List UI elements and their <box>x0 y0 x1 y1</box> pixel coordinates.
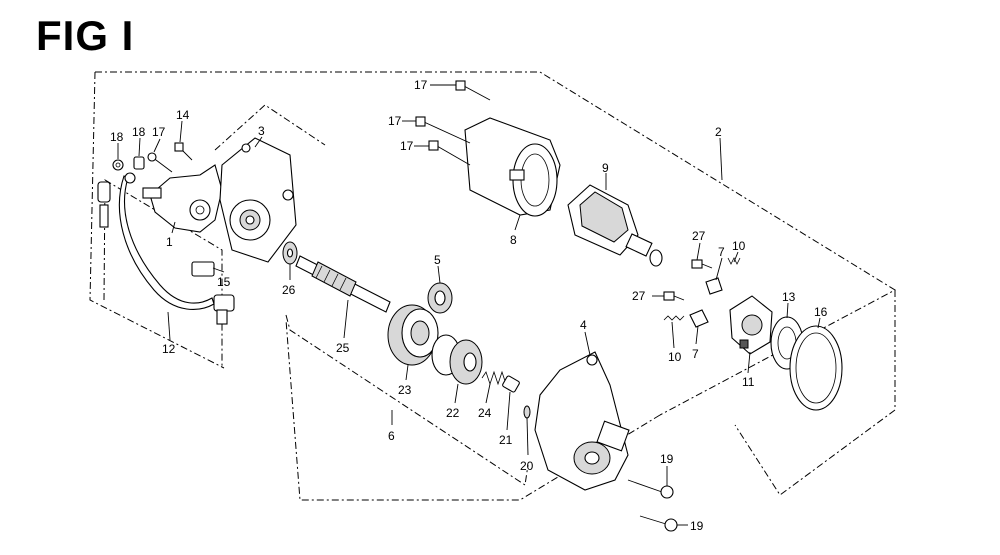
callout-labels: 1 2 3 4 5 6 7 7 8 9 10 10 11 12 13 14 15… <box>110 78 828 533</box>
callout-5: 5 <box>434 253 441 267</box>
callout-19-lower: 19 <box>690 519 704 533</box>
callout-22: 22 <box>446 406 460 420</box>
callout-17-mid: 17 <box>388 114 402 128</box>
callout-19-upper: 19 <box>660 452 674 466</box>
washer-18-right <box>133 156 145 170</box>
clutch-22 <box>431 334 483 385</box>
callout-18-left: 18 <box>110 130 124 144</box>
spring-10-lower <box>663 315 685 321</box>
bolt-17-top <box>455 80 491 101</box>
shaft-25 <box>295 255 391 313</box>
callout-24: 24 <box>478 406 492 420</box>
brush-7-lower <box>689 309 709 328</box>
callout-9: 9 <box>602 161 609 175</box>
figure-title: FIG I <box>36 12 135 59</box>
screw-14 <box>174 142 193 161</box>
yoke-8 <box>464 117 561 217</box>
brush-holder-11 <box>729 295 773 355</box>
spring-10-upper <box>727 257 741 265</box>
assembly-outline-brush <box>734 290 896 496</box>
callout-23: 23 <box>398 383 412 397</box>
callout-6: 6 <box>388 429 395 443</box>
assembly-outline-6 <box>285 314 529 486</box>
callout-21: 21 <box>499 433 513 447</box>
callout-15: 15 <box>217 275 231 289</box>
callout-7-lower: 7 <box>692 347 699 361</box>
assembly-outline-3 <box>214 104 326 151</box>
callout-27-lower: 27 <box>632 289 646 303</box>
rear-housing-4 <box>534 351 630 491</box>
callout-17-left: 17 <box>152 125 166 139</box>
callout-14: 14 <box>176 108 190 122</box>
front-cover-3 <box>219 137 297 263</box>
callout-26: 26 <box>282 283 296 297</box>
bolt-17-low <box>428 140 471 166</box>
terminal-15 <box>191 261 235 325</box>
gear-5 <box>427 282 453 314</box>
callout-17-top: 17 <box>414 78 428 92</box>
callout-13: 13 <box>782 290 796 304</box>
callout-7-upper: 7 <box>718 245 725 259</box>
callout-10-lower: 10 <box>668 350 682 364</box>
callout-2: 2 <box>715 125 722 139</box>
brush-7-upper <box>705 277 723 295</box>
bolt-19-upper <box>627 479 674 499</box>
callout-27-upper: 27 <box>692 229 706 243</box>
callout-3: 3 <box>258 124 265 138</box>
washer-26 <box>282 241 298 265</box>
bolt-19-lower <box>639 515 678 532</box>
assembly-outline-left <box>89 71 225 369</box>
bolt-17-left <box>147 152 173 173</box>
callout-17-low: 17 <box>400 139 414 153</box>
callout-11: 11 <box>742 375 755 389</box>
gear-23 <box>387 304 439 366</box>
callout-4: 4 <box>580 318 587 332</box>
callout-16: 16 <box>814 305 828 319</box>
screw-27-upper <box>691 259 713 269</box>
callout-10-upper: 10 <box>732 239 746 253</box>
callout-18-right: 18 <box>132 125 146 139</box>
screw-27-lower <box>663 291 685 301</box>
nut-18-left <box>112 159 124 171</box>
armature-9 <box>567 184 663 267</box>
spring-24 <box>481 370 520 393</box>
callout-12: 12 <box>162 342 176 356</box>
callout-8: 8 <box>510 233 517 247</box>
callout-20: 20 <box>520 459 534 473</box>
callout-1: 1 <box>166 235 173 249</box>
seal-ring-16 <box>789 325 843 411</box>
callout-25: 25 <box>336 341 350 355</box>
clip-20 <box>523 405 531 419</box>
bolt-17-mid <box>415 116 471 144</box>
switch-1 <box>142 164 223 233</box>
leader-lines <box>117 84 821 526</box>
